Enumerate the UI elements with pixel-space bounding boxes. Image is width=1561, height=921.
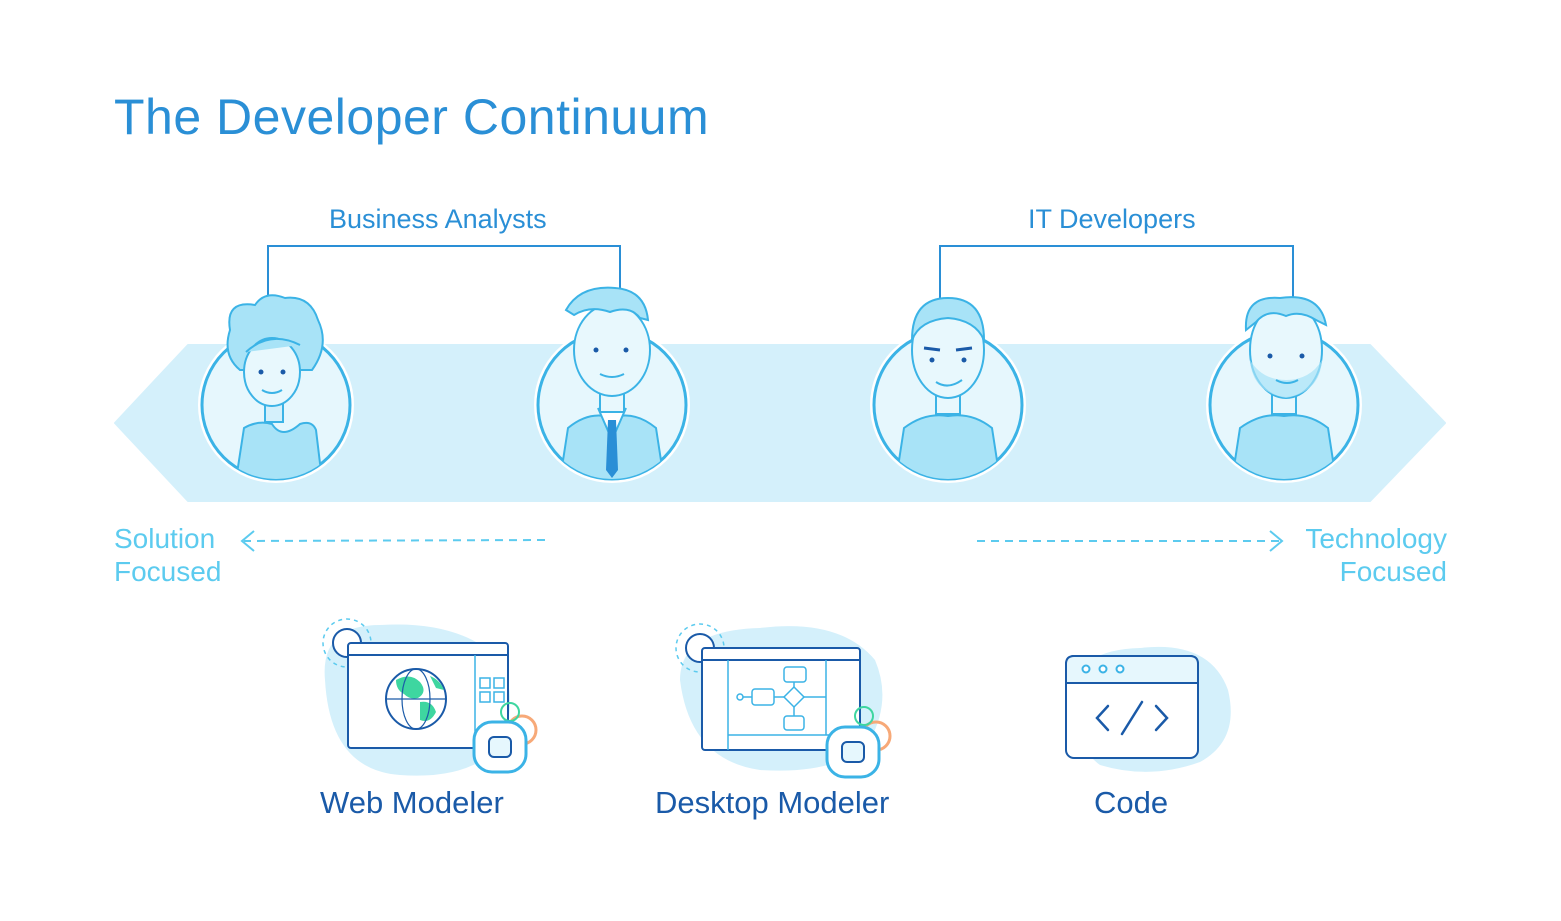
tool-label-code: Code <box>1094 785 1169 820</box>
developer-bearded-man-avatar <box>1206 296 1362 483</box>
axis-label-solution-focused: Solution Focused <box>114 522 221 588</box>
tool-label-web-modeler: Web Modeler <box>320 785 504 820</box>
tool-label-desktop-modeler: Desktop Modeler <box>655 785 890 820</box>
analyst-man-suit-avatar <box>534 286 690 483</box>
developer-man-avatar <box>870 296 1026 483</box>
continuum-band <box>114 344 1446 502</box>
group-label-it-developers: IT Developers <box>1028 204 1196 234</box>
axis-right-line2: Focused <box>1339 556 1447 587</box>
axis-left-line1: Solution <box>114 523 216 554</box>
axis-label-technology-focused: Technology Focused <box>1247 522 1447 588</box>
bracket-it-developers <box>939 245 1294 300</box>
flowchart-window-icon <box>675 623 892 779</box>
arrow-left-solution <box>240 530 546 552</box>
axis-right-line1: Technology <box>1305 523 1447 554</box>
analyst-woman-avatar <box>198 294 354 483</box>
globe-window-icon <box>322 618 538 776</box>
axis-left-line2: Focused <box>114 556 222 587</box>
page-title: The Developer Continuum <box>114 89 710 145</box>
arrow-right-technology <box>977 530 1284 552</box>
code-window-icon <box>1065 646 1231 772</box>
bracket-business-analysts <box>267 245 621 300</box>
group-label-business-analysts: Business Analysts <box>329 204 547 234</box>
